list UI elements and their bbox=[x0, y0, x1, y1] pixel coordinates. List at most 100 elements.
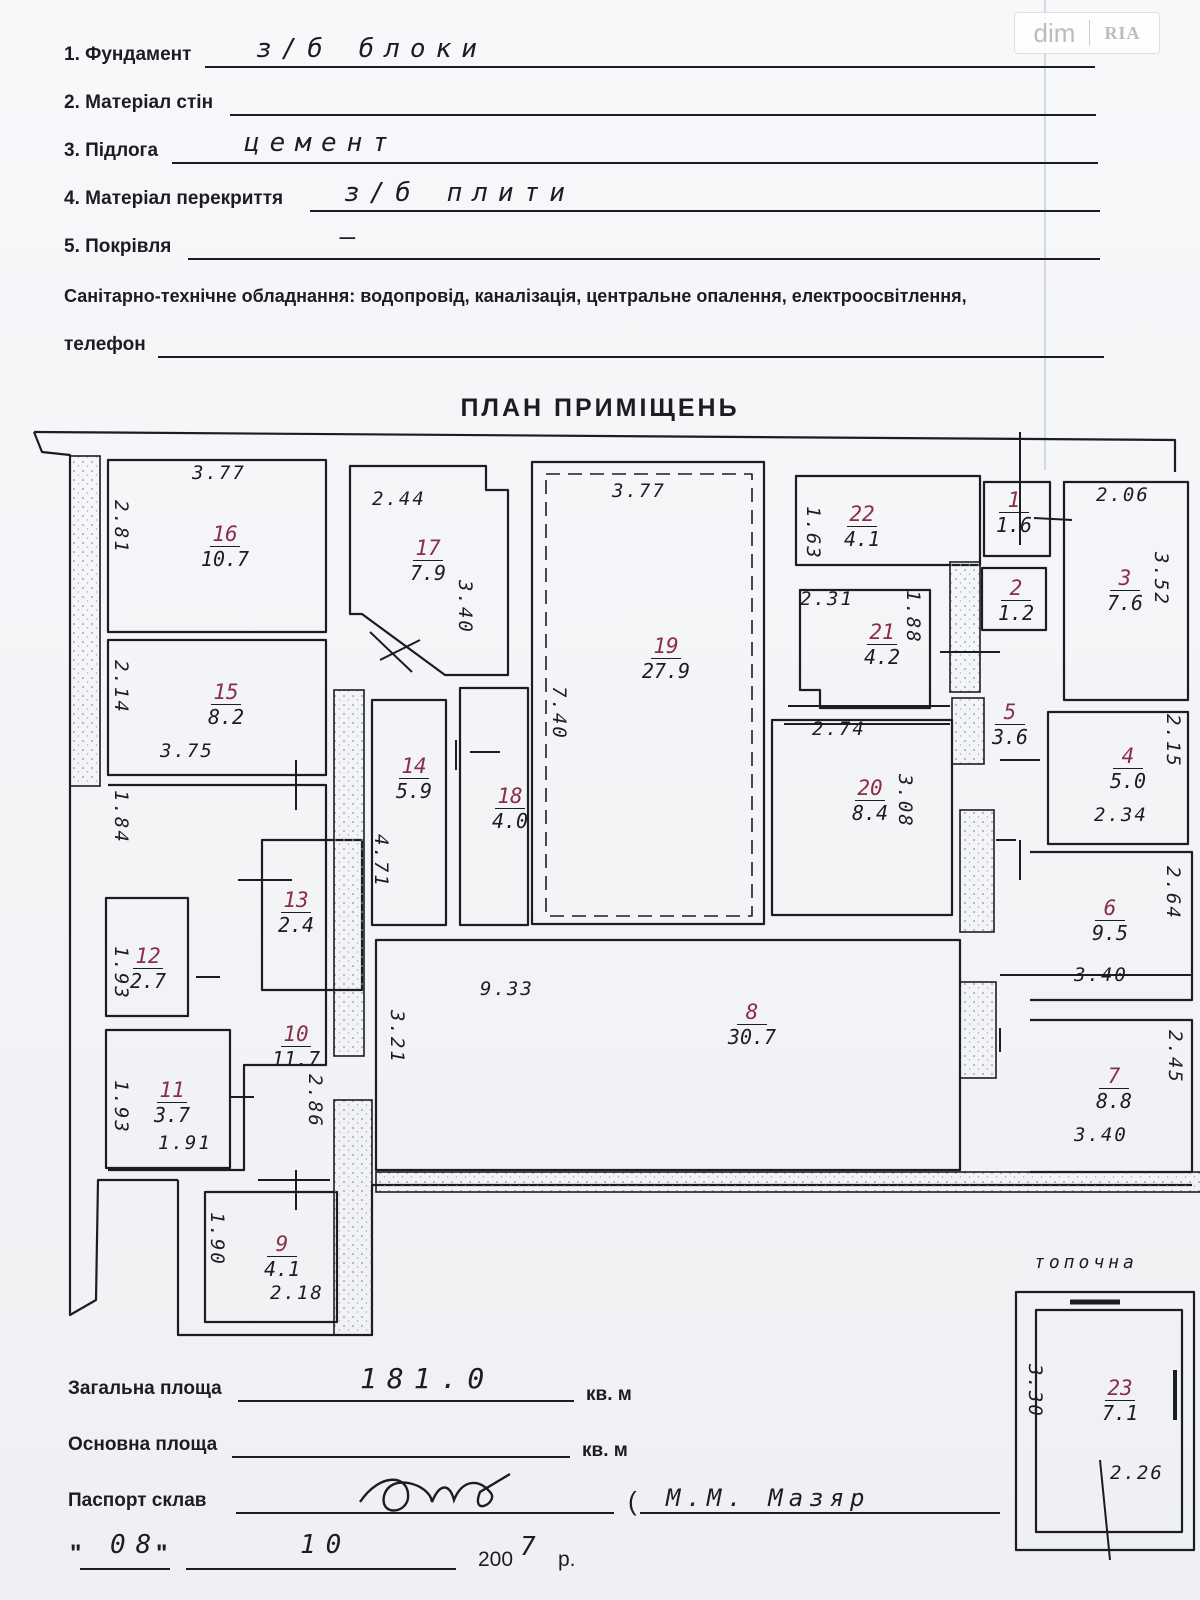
room-area: 5.0 bbox=[1109, 769, 1147, 793]
room-number: 10 bbox=[281, 1022, 311, 1047]
room-area: 1.2 bbox=[997, 601, 1035, 625]
date-year-suffix: р. bbox=[558, 1548, 576, 1571]
dimension-label: 2.45 bbox=[1164, 1030, 1186, 1084]
signature-image bbox=[359, 1472, 511, 1512]
room-number: 21 bbox=[867, 620, 897, 645]
room-area: 9.5 bbox=[1091, 921, 1129, 945]
dimension-label: 3.77 bbox=[192, 462, 246, 484]
room-20-outline bbox=[770, 718, 954, 917]
main-area-label: Основна площа bbox=[68, 1434, 218, 1455]
room-12-outline bbox=[104, 896, 190, 1018]
dimension-label: 3.40 bbox=[454, 580, 476, 634]
total-area-label: Загальна площа bbox=[68, 1378, 222, 1399]
room-area: 10.7 bbox=[200, 547, 250, 571]
room-14-outline bbox=[370, 698, 448, 927]
room-21-outline bbox=[798, 588, 932, 710]
author-name: М.М. Мазяр bbox=[666, 1484, 871, 1512]
room-area: 30.7 bbox=[727, 1025, 777, 1049]
field-ceiling-value: з/б плити bbox=[344, 178, 575, 208]
room-area: 2.7 bbox=[129, 969, 167, 993]
room-number: 16 bbox=[210, 522, 240, 547]
dimension-label: 2.15 bbox=[1162, 714, 1184, 768]
room-number: 4 bbox=[1113, 744, 1143, 769]
field-roof-label: 5. Покрівля bbox=[64, 236, 172, 257]
dimension-label: 9.33 bbox=[480, 978, 534, 1000]
room-number: 20 bbox=[855, 776, 885, 801]
room-area: 11.7 bbox=[271, 1047, 321, 1071]
room-corridor-10 bbox=[108, 783, 328, 1172]
plan-title: ПЛАН ПРИМІЩЕНЬ bbox=[460, 394, 740, 422]
dimension-label: 2.31 bbox=[800, 588, 854, 610]
field-ceiling-label: 4. Матеріал перекриття bbox=[64, 188, 284, 209]
main-area-unit: кв. м bbox=[582, 1440, 628, 1461]
room-number: 11 bbox=[157, 1078, 187, 1103]
dimension-label: 2.81 bbox=[110, 500, 132, 554]
room-18-outline bbox=[458, 686, 530, 927]
room-number: 17 bbox=[413, 536, 443, 561]
dimension-label: 2.34 bbox=[1094, 804, 1148, 826]
date-year-digit: 7 bbox=[520, 1532, 546, 1562]
dimension-label: 4.71 bbox=[370, 834, 392, 888]
stokehold-label: топочна bbox=[1034, 1252, 1138, 1273]
dimension-label: 1.84 bbox=[110, 790, 132, 844]
field-foundation-value: з/б блоки bbox=[256, 34, 487, 64]
dimension-label: 2.86 bbox=[304, 1074, 326, 1128]
date-day: 08 bbox=[110, 1530, 162, 1560]
room-area: 7.1 bbox=[1101, 1401, 1139, 1425]
room-23-outer bbox=[1014, 1290, 1196, 1552]
room-number: 8 bbox=[737, 1000, 767, 1025]
dimension-label: 2.44 bbox=[372, 488, 426, 510]
room-number: 18 bbox=[495, 784, 525, 809]
room-number: 6 bbox=[1095, 896, 1125, 921]
room-area: 8.4 bbox=[851, 801, 889, 825]
room-number: 23 bbox=[1105, 1376, 1135, 1401]
room-area: 3.7 bbox=[153, 1103, 191, 1127]
dimension-label: 3.21 bbox=[386, 1010, 408, 1064]
sanitary-equipment-text: Санітарно-технічне обладнання: водопрові… bbox=[64, 286, 967, 306]
room-19-dashed bbox=[545, 473, 753, 917]
exterior-wall-left bbox=[32, 431, 178, 1317]
dimension-label: 3.77 bbox=[612, 480, 666, 502]
room-number: 22 bbox=[847, 502, 877, 527]
dimension-label: 2.06 bbox=[1096, 484, 1150, 506]
room-area: 2.4 bbox=[277, 913, 315, 937]
room-number: 1 bbox=[999, 488, 1029, 513]
room-area: 27.9 bbox=[641, 659, 691, 683]
total-area-value: 181.0 bbox=[360, 1362, 495, 1395]
total-area-unit: кв. м bbox=[586, 1384, 632, 1405]
room-number: 13 bbox=[281, 888, 311, 913]
room-number: 2 bbox=[1001, 576, 1031, 601]
room-area: 8.8 bbox=[1095, 1089, 1133, 1113]
room-17-outline bbox=[348, 464, 510, 677]
watermark-ria-text: RIA bbox=[1104, 22, 1141, 43]
field-roof-value: – bbox=[340, 222, 366, 252]
passport-author-label: Паспорт склав bbox=[68, 1490, 207, 1511]
dimension-label: 2.74 bbox=[812, 718, 866, 740]
watermark-dim-text: dim bbox=[1033, 17, 1076, 48]
room-number: 15 bbox=[211, 680, 241, 705]
dimension-label: 3.40 bbox=[1074, 1124, 1128, 1146]
field-walls-label: 2. Матеріал стін bbox=[64, 92, 214, 113]
dimension-label: 3.52 bbox=[1150, 552, 1172, 606]
room-1-outline bbox=[982, 480, 1052, 558]
exterior-wall-top bbox=[33, 430, 1177, 472]
room-area: 3.6 bbox=[991, 725, 1029, 749]
